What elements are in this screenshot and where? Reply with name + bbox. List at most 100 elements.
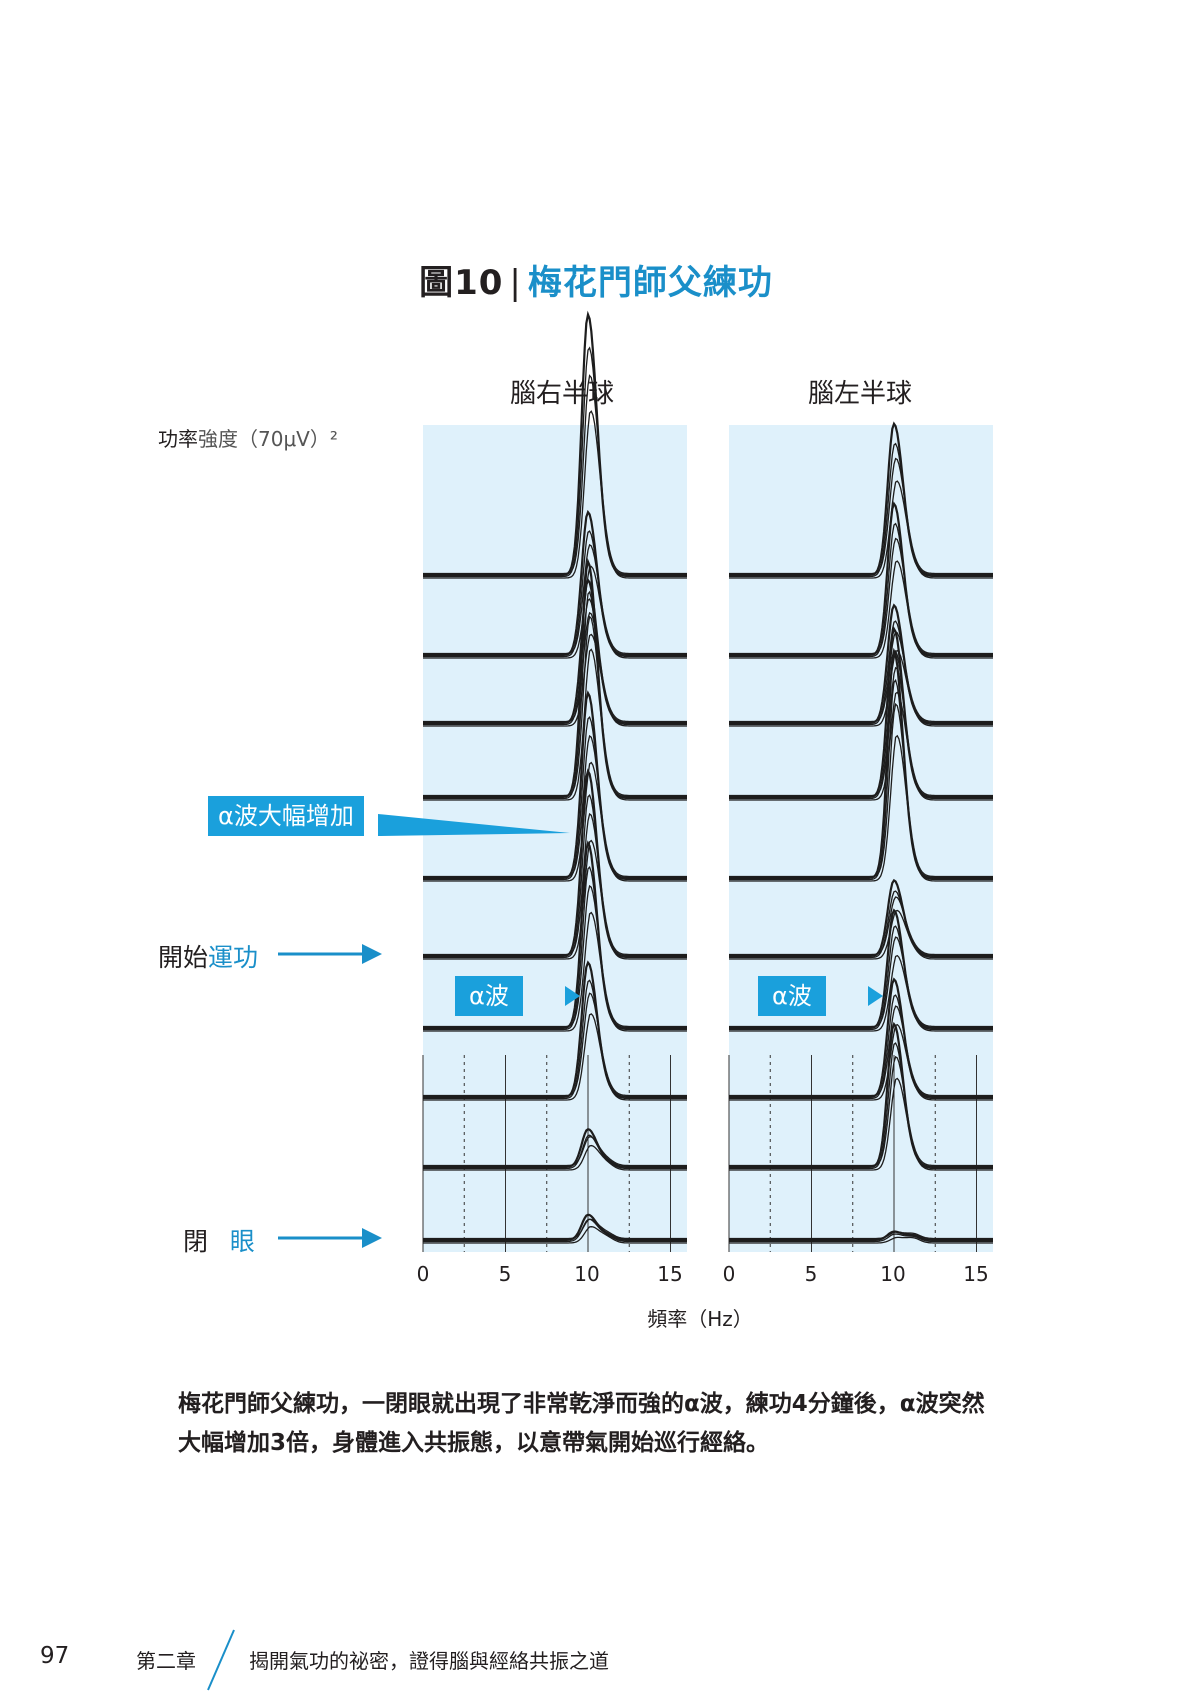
spectrum-trace <box>729 734 993 882</box>
spectrum-trace <box>423 611 687 723</box>
spectrum-trace <box>729 560 993 659</box>
spectrum-trace <box>423 690 687 880</box>
spectrum-trace <box>423 1213 687 1242</box>
spectrum-trace <box>423 839 687 960</box>
spectrum-trace <box>423 633 687 727</box>
close-label-part2: 眼 <box>229 1227 257 1256</box>
spectrum-trace <box>729 702 993 878</box>
spectrum-trace <box>729 954 993 1032</box>
start-label-part2: 運功 <box>208 943 259 972</box>
spectrum-trace <box>423 410 687 579</box>
spectrum-trace <box>423 884 687 1028</box>
spectrum-trace <box>729 1042 993 1170</box>
x-tick-label: 5 <box>498 1262 512 1286</box>
spectrum-trace <box>729 977 993 1099</box>
spectrum-trace <box>423 866 687 1031</box>
footer-slash <box>207 1629 235 1691</box>
spectrum-trace <box>729 457 993 575</box>
spectrum-trace <box>729 1233 993 1243</box>
spectrum-trace <box>729 691 993 801</box>
spectrum-trace <box>729 631 993 723</box>
x-tick-label: 0 <box>722 1262 736 1286</box>
spectrum-trace <box>729 421 993 577</box>
spectrum-trace <box>423 992 687 1097</box>
figure-caption: 梅花門師父練功，一閉眼就出現了非常乾淨而強的α波，練功4分鐘後，α波突然大幅增加… <box>178 1391 985 1456</box>
title-separator: | <box>509 263 522 303</box>
x-tick-label: 10 <box>880 1262 906 1286</box>
spectrum-trace <box>423 565 687 659</box>
spectrum-trace <box>423 543 687 655</box>
x-tick-label: 0 <box>416 1262 430 1286</box>
y-axis-label: 功率強度（70μV）² <box>158 423 338 452</box>
spectrum-trace <box>729 666 993 797</box>
spectrum-trace <box>423 530 687 658</box>
spectrum-trace <box>729 620 993 726</box>
spectrum-trace <box>729 1230 993 1242</box>
spectrum-trace <box>729 890 993 959</box>
spectrum-trace <box>423 768 687 958</box>
alpha-wave-tag-right: α波 <box>455 976 523 1016</box>
spectrum-trace <box>423 615 687 797</box>
spectrum-trace <box>729 909 993 960</box>
spectrum-trace <box>729 501 993 657</box>
spectrum-trace <box>423 1218 687 1240</box>
eyes-closed-label: 閉 眼 <box>183 1222 257 1258</box>
spectrum-trace <box>729 626 993 799</box>
spectrum-trace <box>729 1023 993 1101</box>
spectrum-trace <box>729 1005 993 1097</box>
spectrum-trace <box>423 577 687 725</box>
spectrum-trace <box>423 374 687 575</box>
spectrum-trace <box>729 678 993 881</box>
spectrum-trace <box>729 537 993 655</box>
spectrum-trace <box>423 794 687 959</box>
spectrum-trace <box>423 590 687 800</box>
left-hemisphere-panel <box>728 421 993 1252</box>
start-arrow-head <box>362 944 382 964</box>
spectrum-trace <box>729 908 993 1030</box>
spectrum-trace <box>729 649 993 800</box>
plot-background <box>423 425 687 1252</box>
spectrum-trace <box>729 647 993 880</box>
page-number: 97 <box>40 1643 70 1669</box>
y-axis-label-part1: 功率 <box>158 427 198 451</box>
spectrum-trace <box>423 960 687 1099</box>
x-axis-label: 頻率（Hz） <box>647 1307 753 1331</box>
close-label-part1: 閉 <box>183 1227 211 1256</box>
y-axis-label-part2: 強度（70μV）² <box>198 427 338 451</box>
x-tick-label: 10 <box>574 1262 600 1286</box>
spectrum-trace <box>423 509 687 657</box>
spectrum-trace <box>729 878 993 958</box>
spectrum-trace <box>729 1077 993 1171</box>
spectrum-trace <box>423 840 687 1030</box>
spectrum-trace <box>423 1144 687 1171</box>
spectrum-trace <box>729 1055 993 1167</box>
spectrum-trace <box>423 598 687 726</box>
spectrum-trace <box>729 1021 993 1169</box>
left-hemisphere-title: 腦左半球 <box>807 379 912 409</box>
x-tick-label: 15 <box>657 1262 683 1286</box>
footer-chapter: 第二章 <box>136 1649 196 1673</box>
spectrum-trace <box>423 716 687 881</box>
alpha-wave-tag-left: α波 <box>758 976 826 1016</box>
spectrum-trace <box>423 734 687 878</box>
start-practice-label: 開始運功 <box>158 938 258 974</box>
figure-title: 圖10|梅花門師父練功 <box>0 255 1192 304</box>
right-hemisphere-panel <box>422 310 687 1252</box>
spectrum-trace <box>423 1127 687 1169</box>
spectrum-trace <box>423 1013 687 1101</box>
spectrum-trace <box>423 1134 687 1170</box>
plot-background <box>729 425 993 1252</box>
spectrum-trace <box>729 1236 993 1244</box>
spectrum-trace <box>423 1136 687 1167</box>
spectrum-trace <box>423 1218 687 1243</box>
close-arrow-head <box>362 1228 382 1248</box>
spectrum-trace <box>729 522 993 658</box>
footer-title: 揭開氣功的祕密，證得腦與經絡共振之道 <box>249 1649 609 1673</box>
spectrum-trace <box>729 442 993 578</box>
spectrum-trace <box>729 925 993 1031</box>
spectrum-trace <box>423 558 687 799</box>
spectrum-trace <box>423 1226 687 1244</box>
start-label-part1: 開始 <box>158 943 209 972</box>
spectrum-trace <box>729 1231 993 1240</box>
